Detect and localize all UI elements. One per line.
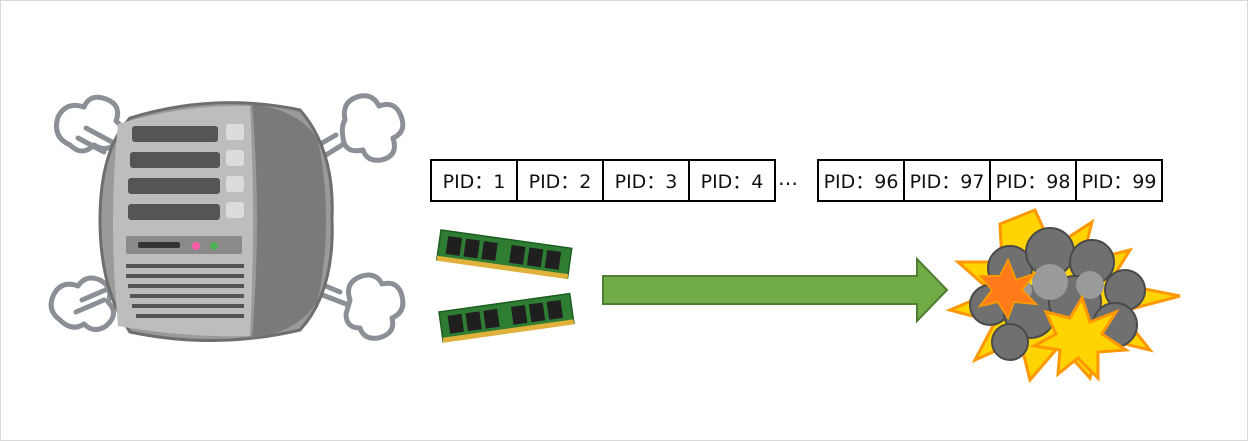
pid-block: PID：1 bbox=[430, 159, 518, 202]
pid-block: PID：98 bbox=[989, 159, 1077, 202]
pid-block: PID：4 bbox=[688, 159, 776, 202]
pid-block: PID：3 bbox=[602, 159, 690, 202]
overheated-server-icon bbox=[48, 93, 406, 342]
pid-ellipsis: … bbox=[778, 166, 798, 190]
pid-block: PID：99 bbox=[1075, 159, 1163, 202]
explosion-icon bbox=[945, 208, 1181, 384]
pid-block-group-right: PID：96 PID：97 PID：98 PID：99 bbox=[817, 159, 1163, 202]
pid-block: PID：97 bbox=[903, 159, 991, 202]
pid-block-group-left: PID：1 PID：2 PID：3 PID：4 bbox=[430, 159, 776, 202]
pid-block: PID：96 bbox=[817, 159, 905, 202]
arrow-right-icon bbox=[602, 256, 949, 324]
pid-block: PID：2 bbox=[516, 159, 604, 202]
memory-module-icon bbox=[435, 229, 575, 343]
